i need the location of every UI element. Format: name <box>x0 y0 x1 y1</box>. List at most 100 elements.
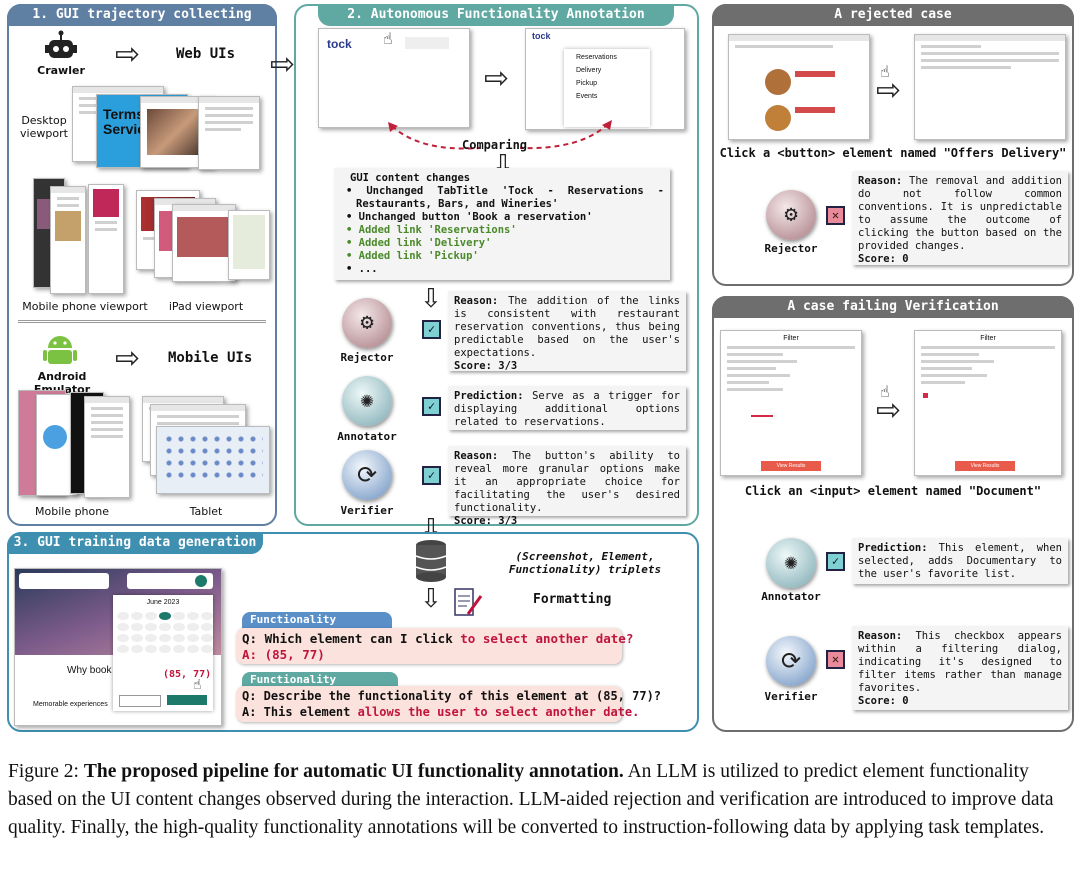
calendar-day[interactable] <box>117 623 129 631</box>
calendar-day[interactable] <box>173 634 185 642</box>
calendar-day[interactable] <box>145 634 157 642</box>
calendar-day[interactable] <box>201 623 213 631</box>
comparing-dashed-arrows <box>388 120 612 150</box>
calendar-day[interactable] <box>187 612 199 620</box>
calendar-popup: June 2023 <box>113 595 213 711</box>
database-icon <box>414 538 448 588</box>
changes-list: • Unchanged TabTitle 'Tock - Reservation… <box>340 185 664 276</box>
calendar-day[interactable] <box>159 612 171 620</box>
calendar-month: June 2023 <box>146 599 180 606</box>
document-pen-icon <box>452 586 484 624</box>
calendar-day[interactable] <box>131 612 143 620</box>
android-robot-icon <box>42 332 78 372</box>
failing-score: 0 <box>902 695 909 707</box>
figure-caption: Figure 2: The proposed pipeline for auto… <box>8 758 1074 842</box>
arrow-right-icon: ⇨ <box>270 47 296 82</box>
caption-prefix: Figure 2: <box>8 761 84 782</box>
calendar-day[interactable] <box>159 623 171 631</box>
view-results-button[interactable]: View Results <box>761 461 821 471</box>
mobile-screenshot-3 <box>88 184 124 294</box>
failing-reason: This checkbox appears within a filtering… <box>858 630 1062 694</box>
web-uis-title: Web UIs <box>176 46 236 62</box>
calendar-day[interactable] <box>131 634 143 642</box>
tock-logo: tock <box>327 37 352 51</box>
calendar-day[interactable] <box>145 645 157 653</box>
reason-key: Reason: <box>454 450 499 462</box>
captioning-question: Q: Describe the functionality of this el… <box>242 689 662 703</box>
annotator-check-icon: ✓ <box>422 397 441 416</box>
filter-title-2: Filter <box>980 335 996 342</box>
panel2-header: 2. Autonomous Functionality Annotation <box>318 4 674 26</box>
rejector-label: Rejector <box>340 351 394 364</box>
grounding-question: Q: Which element can I click to select a… <box>242 631 634 646</box>
pointer-cursor-icon: ☝ <box>383 29 393 48</box>
calendar-day[interactable] <box>201 634 213 642</box>
failing-after-screenshot: Filter View Results <box>914 330 1062 476</box>
calendar-day[interactable] <box>187 634 199 642</box>
arrow-down-icon: ⇩ <box>420 584 442 614</box>
rejector-score: 3/3 <box>498 360 518 372</box>
ipad-screenshot-3 <box>172 204 236 282</box>
calendar-day[interactable] <box>187 645 199 653</box>
menu-item-reservations[interactable]: Reservations <box>576 54 617 61</box>
calendar-day[interactable] <box>159 645 171 653</box>
calendar-day[interactable] <box>117 634 129 642</box>
calendar-screenshot: Why book w Memorable experiences June 20… <box>14 568 222 726</box>
comparing-label: Comparing <box>462 138 528 152</box>
android-phone-4 <box>84 396 130 498</box>
calendar-day[interactable] <box>117 645 129 653</box>
arrow-right-icon: ⇨ <box>876 393 902 428</box>
mobile-phone-label: Mobile phone <box>34 505 109 518</box>
rejector-icon: ⚙ <box>342 298 392 348</box>
verifier-reason: The button's ability to reveal more gran… <box>454 450 680 514</box>
menu-item-events[interactable]: Events <box>576 93 598 100</box>
rejected-before-screenshot <box>728 34 870 140</box>
view-results-button-2[interactable]: View Results <box>955 461 1015 471</box>
reason-key: Reason: <box>454 295 499 307</box>
calendar-day[interactable] <box>131 645 143 653</box>
calendar-day[interactable] <box>131 623 143 631</box>
annotator-label: Annotator <box>761 590 821 603</box>
arrow-right-icon: ⇨ <box>876 73 902 108</box>
panel1-divider <box>18 320 266 323</box>
arrow-right-icon: ⇨ <box>484 61 510 96</box>
change-item: • ... <box>346 263 378 275</box>
crawler-label: Crawler <box>37 64 85 77</box>
pointer-cursor-icon: ☝ <box>880 382 890 401</box>
score-key: Score: <box>454 360 492 372</box>
caption-bold: The proposed pipeline for automatic UI f… <box>83 761 624 782</box>
verifier-check-icon: ✓ <box>422 466 441 485</box>
score-key: Score: <box>454 515 492 527</box>
annotator-icon: ✺ <box>342 376 392 426</box>
calendar-day[interactable] <box>173 623 185 631</box>
calendar-day[interactable] <box>117 612 129 620</box>
menu-item-delivery[interactable]: Delivery <box>576 67 602 74</box>
calendar-day[interactable] <box>173 645 185 653</box>
change-item: • Unchanged button 'Book a reservation' <box>346 211 593 223</box>
rejector-label: Rejector <box>764 242 818 255</box>
change-item: • Added link 'Delivery' <box>346 237 492 249</box>
mobile-phone-viewport-label: Mobile phone viewport <box>22 300 148 313</box>
calendar-day[interactable] <box>159 634 171 642</box>
menu-item-pickup[interactable]: Pickup <box>576 80 598 87</box>
formatting-label: Formatting <box>533 592 612 607</box>
pointer-cursor-icon: ☝ <box>193 677 202 693</box>
grounding-answer: A: (85, 77) <box>242 647 325 662</box>
rejected-header: A rejected case <box>712 4 1074 26</box>
calendar-day[interactable] <box>201 645 213 653</box>
calendar-day[interactable] <box>145 612 157 620</box>
verifier-icon: ⟳ <box>342 450 392 500</box>
annotator-icon: ✺ <box>766 538 816 588</box>
calendar-day[interactable] <box>201 612 213 620</box>
changes-title: GUI content changes <box>350 172 471 184</box>
calendar-grid <box>117 612 213 653</box>
rejector-reason: The addition of the links is consistent … <box>454 295 680 359</box>
rejector-icon: ⚙ <box>766 190 816 240</box>
failing-before-screenshot: Filter View Results <box>720 330 862 476</box>
annotator-prediction-box: Prediction: Serve as a trigger for displ… <box>448 386 686 430</box>
annotator-label: Annotator <box>337 430 397 443</box>
calendar-day[interactable] <box>145 623 157 631</box>
calendar-day[interactable] <box>173 612 185 620</box>
verifier-icon: ⟳ <box>766 636 816 686</box>
calendar-day[interactable] <box>187 623 199 631</box>
